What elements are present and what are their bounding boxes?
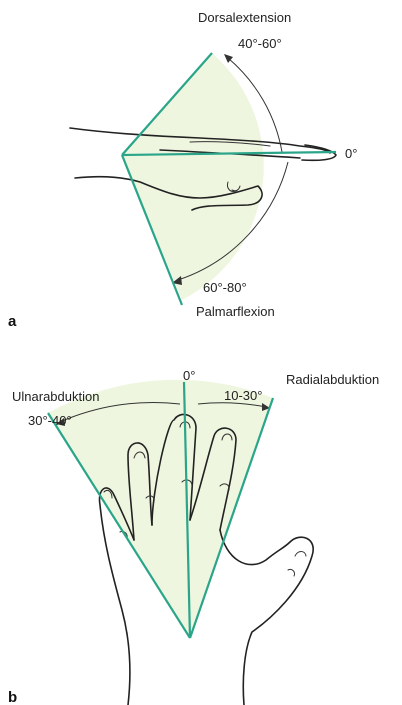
panel-b: 0° Ulnarabduktion 30°-40° Radialabduktio… xyxy=(8,368,379,705)
radialabduktion-range: 10-30° xyxy=(224,388,262,403)
dorsalextension-label: Dorsalextension xyxy=(198,10,291,25)
panel-a-letter: a xyxy=(8,313,17,330)
panel-a-range-sector xyxy=(122,53,264,300)
panel-b-letter: b xyxy=(8,689,17,705)
palmarflexion-range: 60°-80° xyxy=(203,280,247,295)
panel-b-neutral-label: 0° xyxy=(183,368,195,383)
palmarflexion-label: Palmarflexion xyxy=(196,304,275,319)
panel-b-range-sector xyxy=(48,380,273,638)
dorsalextension-range: 40°-60° xyxy=(238,36,282,51)
radialabduktion-label: Radialabduktion xyxy=(286,372,379,387)
panel-a-neutral-label: 0° xyxy=(345,146,357,161)
panel-a: Dorsalextension 40°-60° 0° 60°-80° Palma… xyxy=(8,10,357,330)
ulnarabduktion-range: 30°-40° xyxy=(28,413,72,428)
ulnarabduktion-label: Ulnarabduktion xyxy=(12,389,99,404)
